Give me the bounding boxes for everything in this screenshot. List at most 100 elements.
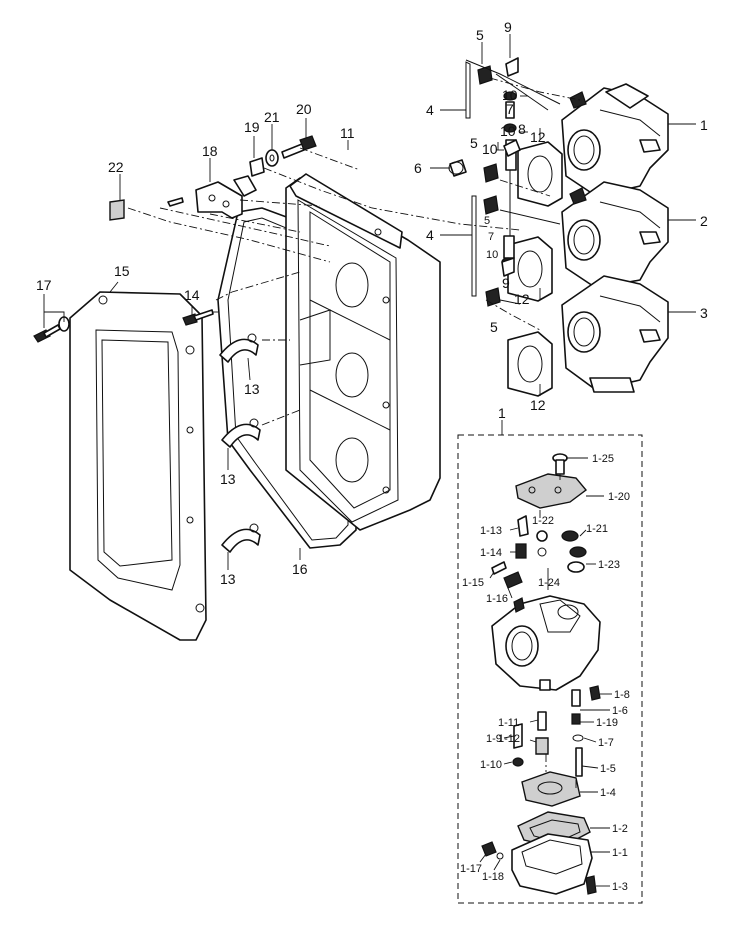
callout-1-20: 1-20 — [608, 491, 630, 503]
clamp-13-a — [219, 333, 259, 363]
callout-1-10: 1-10 — [480, 759, 502, 771]
carburetor-2 — [561, 181, 669, 289]
float-1-4 — [521, 771, 581, 807]
callout-20: 20 — [296, 101, 312, 117]
screw-1-25 — [552, 453, 568, 475]
carburetor-detail-box — [457, 434, 643, 904]
callout-10-c: 10 — [482, 141, 498, 157]
carburetor-body-detail — [491, 595, 601, 691]
detail-callout-1: 1 — [498, 405, 506, 421]
callout-1-6: 1-6 — [612, 705, 628, 717]
spring-1-14 — [515, 543, 527, 559]
callout-15: 15 — [114, 263, 130, 279]
part-22 — [109, 199, 125, 221]
callout-1: 1 — [700, 117, 708, 133]
callout-1-15: 1-15 — [462, 577, 484, 589]
callout-1-11: 1-11 — [498, 717, 519, 729]
callout-17: 17 — [36, 277, 52, 293]
callout-1-1: 1-1 — [612, 847, 628, 859]
callout-1-5: 1-5 — [600, 763, 616, 775]
part-1-18 — [496, 852, 504, 860]
screw-1-8 — [589, 685, 601, 701]
clamp-13-c — [221, 523, 261, 553]
clamp-13-b — [221, 418, 261, 448]
callout-1-7: 1-7 — [598, 737, 614, 749]
callout-18: 18 — [202, 143, 218, 159]
callout-1-25: 1-25 — [592, 453, 614, 465]
callout-10-a: 10 — [502, 87, 518, 103]
grommet-19 — [249, 157, 265, 177]
callout-13-c: 13 — [220, 571, 236, 587]
silencer-cover — [69, 291, 207, 641]
gasket-12-a — [517, 141, 563, 207]
callout-19: 19 — [244, 119, 260, 135]
callout-1-19: 1-19 — [596, 717, 618, 729]
filter-1-21 — [561, 530, 587, 558]
gasket-12-b — [507, 236, 553, 302]
callout-7-a: 7 — [506, 101, 514, 117]
callout-22: 22 — [108, 159, 124, 175]
gasket-12-c — [507, 331, 553, 397]
callout-11: 11 — [340, 125, 355, 141]
screw-1-15 — [491, 561, 507, 575]
callout-1-17: 1-17 — [460, 863, 482, 875]
screw-20 — [281, 135, 317, 159]
jet-1-11 — [537, 711, 547, 731]
screw-1-3 — [585, 875, 597, 895]
callout-9-a: 9 — [504, 19, 512, 35]
hose-link-lower — [448, 159, 561, 307]
intake-silencer-11 — [285, 173, 441, 531]
callout-1-12: 1-12 — [498, 733, 520, 745]
callout-1-2: 1-2 — [612, 823, 628, 835]
part-1-19 — [571, 713, 581, 725]
pin-1-5 — [575, 747, 583, 777]
callout-21: 21 — [264, 109, 280, 125]
part-1-6 — [571, 689, 581, 707]
callout-1-14: 1-14 — [480, 547, 502, 559]
callout-4-upper: 4 — [426, 102, 434, 118]
hose-link-upper — [465, 57, 561, 238]
callout-1-16: 1-16 — [486, 593, 508, 605]
float-bowl-1-1 — [511, 833, 593, 895]
part-1-12 — [535, 737, 549, 755]
screw-1-17 — [481, 841, 497, 857]
callout-5-d: 5 — [490, 319, 498, 335]
callout-3: 3 — [700, 305, 708, 321]
callout-13-a: 13 — [244, 381, 260, 397]
callout-1-24: 1-24 — [538, 577, 560, 589]
callout-10-b: 10 — [500, 123, 516, 139]
bolt-17 — [33, 316, 70, 343]
callout-5-b: 5 — [470, 135, 478, 151]
parts-1-22 — [536, 530, 548, 557]
callout-16: 16 — [292, 561, 308, 577]
callout-12-c: 12 — [530, 397, 546, 413]
carburetor-1 — [561, 83, 669, 197]
callout-7-b: 7 — [488, 231, 494, 243]
screw-1-13 — [517, 515, 529, 537]
carburetor-3 — [561, 275, 669, 393]
callout-1-4: 1-4 — [600, 787, 616, 799]
callout-labels: 1 2 3 4 4 5 5 5 5 6 7 7 8 9 9 10 10 10 1… — [36, 19, 708, 893]
callout-4-lower: 4 — [426, 227, 434, 243]
callout-1-3: 1-3 — [612, 881, 628, 893]
callout-1-18: 1-18 — [482, 871, 504, 883]
callout-1-21: 1-21 — [586, 523, 608, 535]
callout-5-a: 5 — [476, 27, 484, 43]
callout-1-9: 1-9 — [486, 733, 502, 745]
leader-lines — [43, 34, 696, 887]
oring-1-23 — [567, 561, 585, 573]
callout-9-b: 9 — [502, 275, 510, 291]
part-1-10 — [512, 757, 524, 767]
part-1-9 — [513, 723, 523, 749]
callout-1-8: 1-8 — [614, 689, 630, 701]
callout-13-b: 13 — [220, 471, 236, 487]
callout-1-22: 1-22 — [532, 515, 554, 527]
small-screw — [167, 197, 184, 207]
callout-1-23: 1-23 — [598, 559, 620, 571]
washer-21 — [265, 149, 279, 167]
callout-10-d: 10 — [486, 249, 498, 261]
callout-1-13: 1-13 — [480, 525, 502, 537]
callout-12-a: 12 — [530, 129, 546, 145]
bracket-18 — [195, 175, 257, 219]
